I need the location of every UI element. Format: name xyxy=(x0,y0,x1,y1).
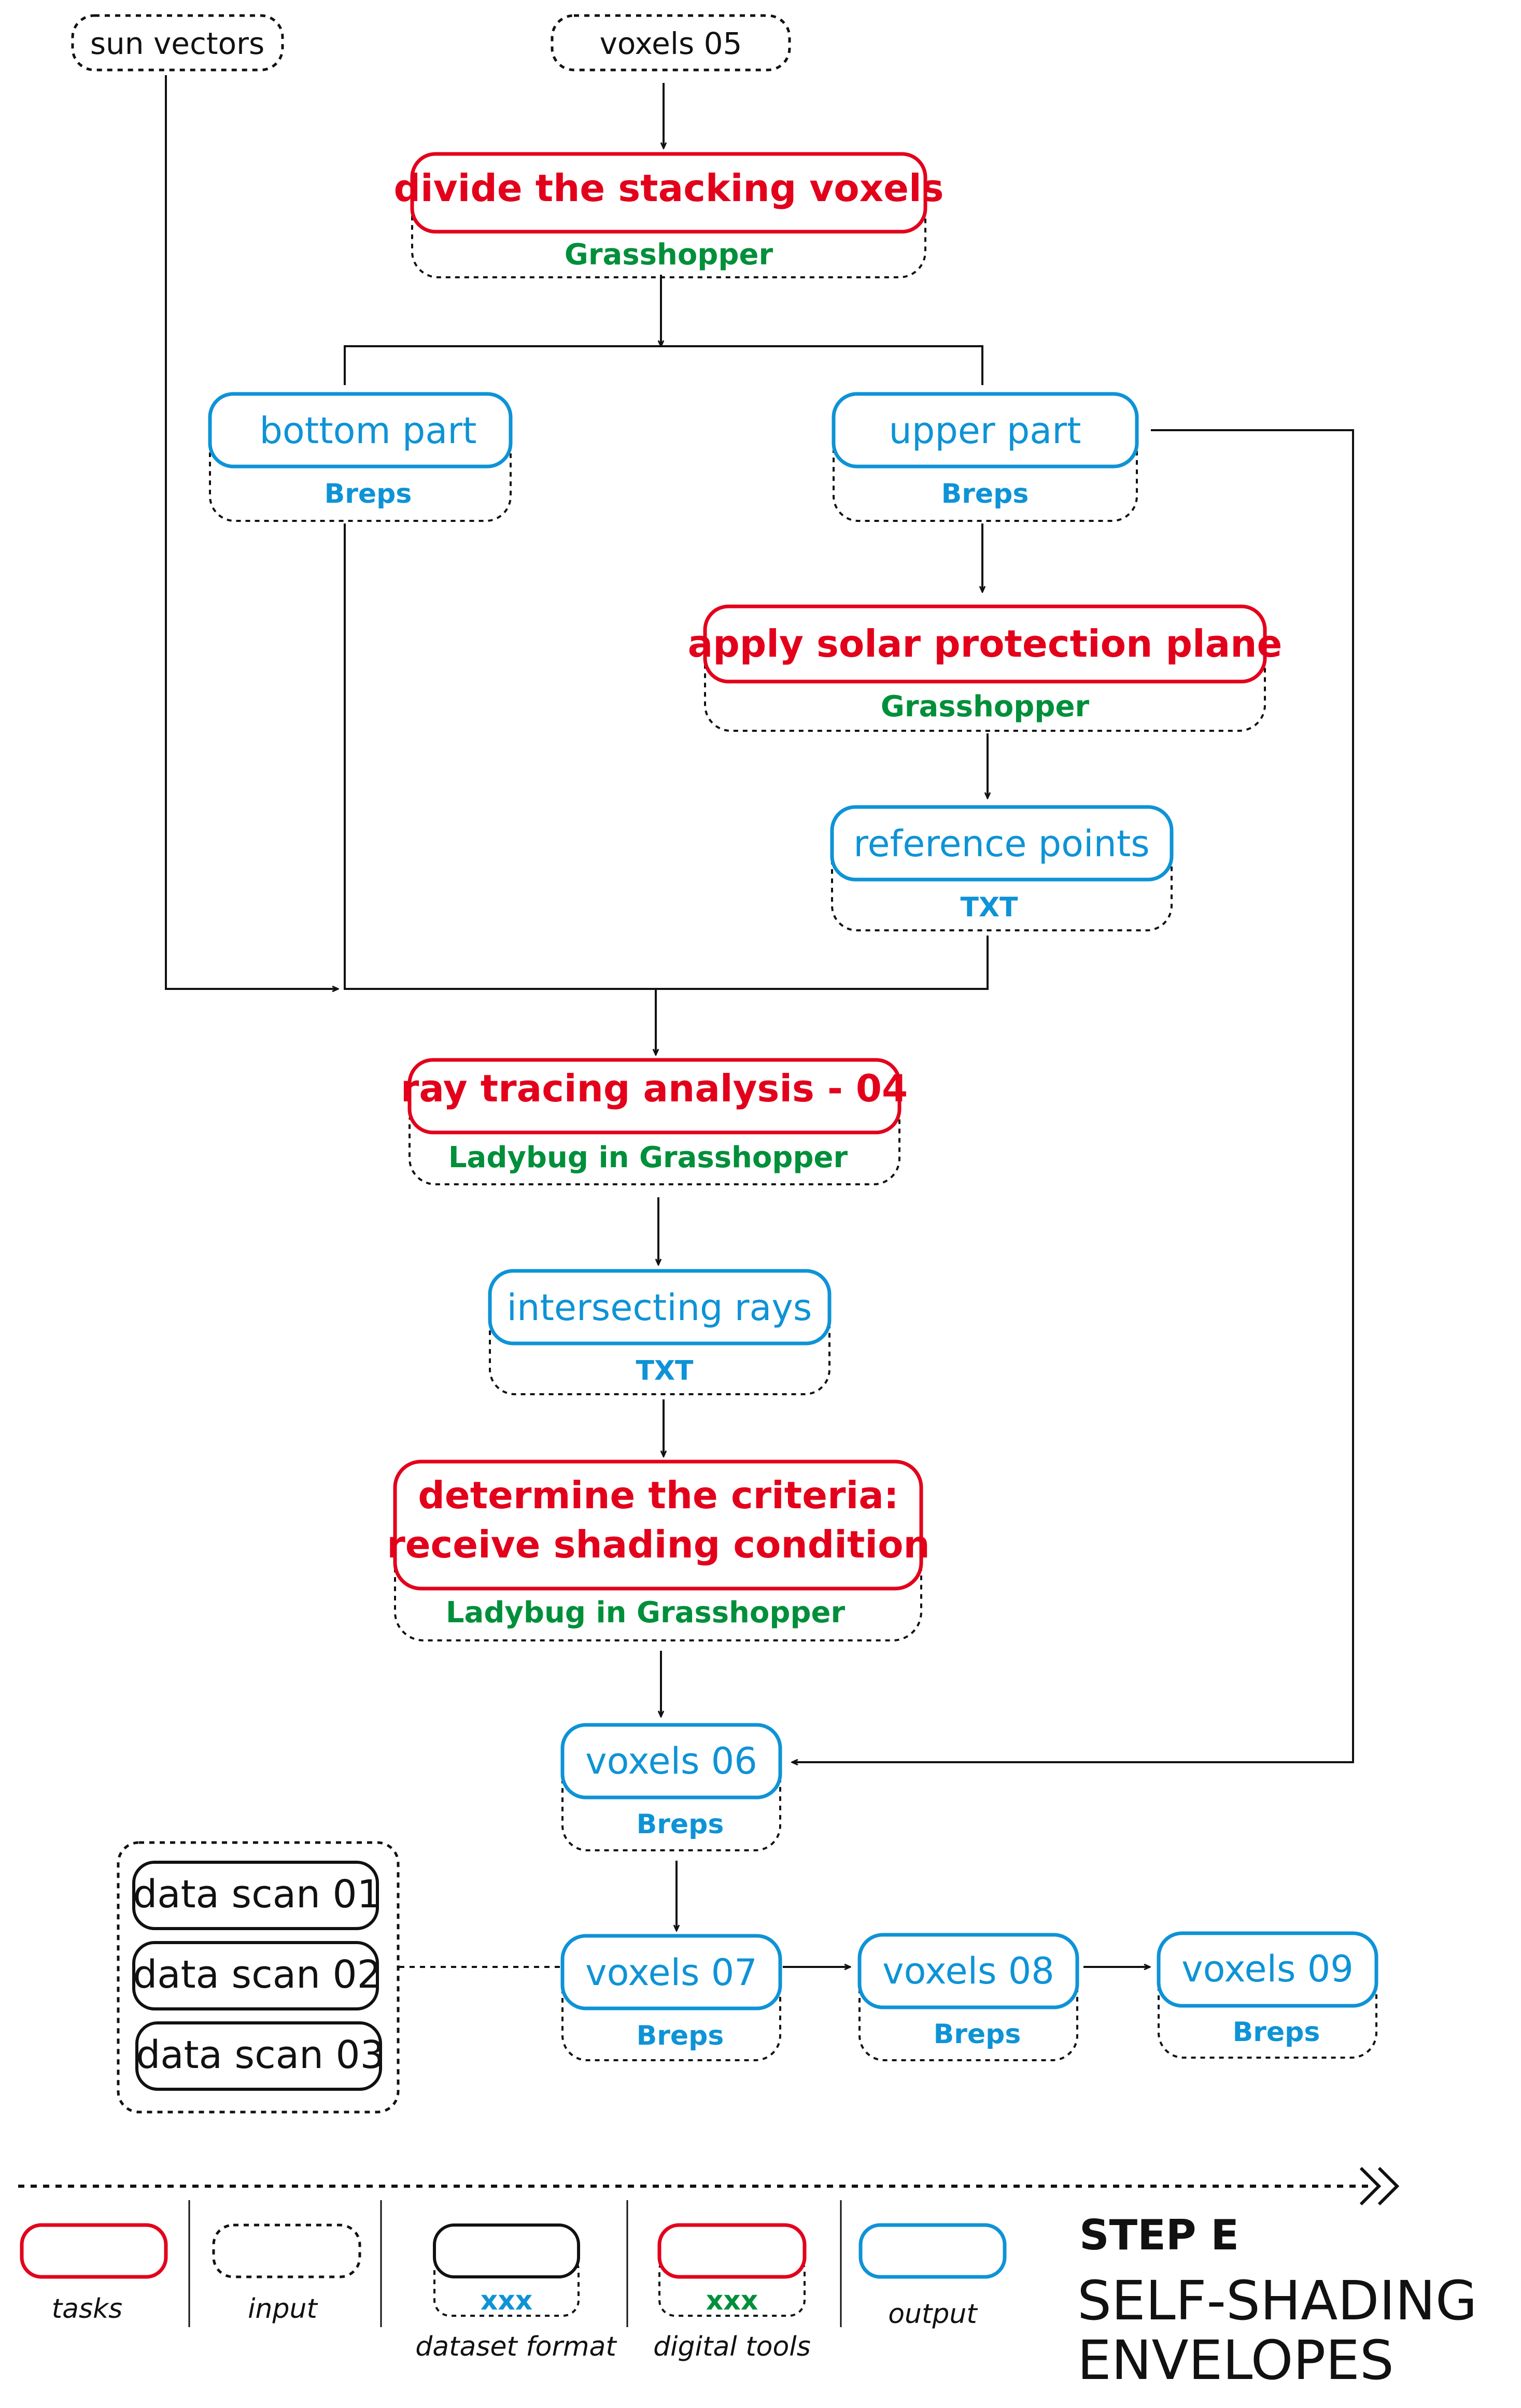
task-label: divide the stacking voxels xyxy=(393,166,943,210)
output-label: bottom part xyxy=(260,409,477,452)
output-label: upper part xyxy=(889,409,1081,452)
data-scan-item: data scan 02 xyxy=(132,1941,382,2010)
task-label: apply solar protection plane xyxy=(688,622,1283,665)
task-determine-criteria: determine the criteria: receive shading … xyxy=(387,1460,930,1641)
format-label: Breps xyxy=(637,2020,724,2051)
legend-dataset-placeholder: xxx xyxy=(481,2285,533,2316)
output-voxels-08: voxels 08 Breps xyxy=(857,1933,1079,2061)
step-title-line1: SELF-SHADING xyxy=(1077,2269,1477,2332)
output-label: voxels 08 xyxy=(882,1950,1054,1992)
output-voxels-09: voxels 09 Breps xyxy=(1157,1931,1378,2059)
split-line xyxy=(344,345,983,385)
task-label-line2: receive shading condition xyxy=(387,1523,930,1566)
data-scan-label: data scan 02 xyxy=(133,1952,381,1997)
tool-label: Grasshopper xyxy=(565,238,773,272)
legend-input: input xyxy=(212,2223,361,2325)
format-label: Breps xyxy=(325,478,412,509)
tool-label: Ladybug in Grasshopper xyxy=(448,1141,848,1174)
step-label: STEP E xyxy=(1079,2211,1239,2259)
output-upper-part: upper part Breps xyxy=(832,392,1139,522)
sun-vectors-line xyxy=(165,75,338,989)
data-scan-group: data scan 01 data scan 02 data scan 03 xyxy=(117,1841,400,2114)
output-reference-points: reference points TXT xyxy=(830,805,1174,931)
output-label: voxels 07 xyxy=(585,1951,757,1994)
legend-digital-tools: xxx digital tools xyxy=(653,2223,811,2362)
format-label: Breps xyxy=(941,478,1029,509)
format-label: Breps xyxy=(934,2019,1021,2050)
legend-dividers xyxy=(188,2200,842,2327)
format-label: Breps xyxy=(1233,2017,1320,2048)
legend-dataset-format: xxx dataset format xyxy=(415,2223,617,2362)
task-divide-voxels: divide the stacking voxels Grasshopper xyxy=(393,152,944,278)
upper-part-bypass-line xyxy=(792,429,1354,1762)
output-label: voxels 06 xyxy=(585,1740,757,1782)
legend-input-label: input xyxy=(248,2293,318,2325)
bottom-part-line xyxy=(344,523,989,990)
output-label: intersecting rays xyxy=(507,1286,812,1329)
input-label: sun vectors xyxy=(90,26,264,61)
format-label: TXT xyxy=(636,1355,694,1386)
data-scan-item: data scan 01 xyxy=(132,1861,382,1930)
output-intersecting-rays: intersecting rays TXT xyxy=(488,1269,832,1395)
legend-tools-placeholder: xxx xyxy=(706,2285,758,2316)
output-label: voxels 09 xyxy=(1181,1948,1354,1990)
legend-dataset-format-label: dataset format xyxy=(415,2331,617,2362)
format-label: TXT xyxy=(960,892,1018,923)
step-title-line2: ENVELOPES xyxy=(1077,2329,1394,2392)
output-voxels-06: voxels 06 Breps xyxy=(560,1723,782,1851)
data-scan-label: data scan 03 xyxy=(136,2033,384,2077)
legend-tasks-label: tasks xyxy=(52,2293,123,2325)
double-chevron-icon xyxy=(1359,2166,1400,2206)
output-voxels-07: voxels 07 Breps xyxy=(560,1934,782,2061)
legend: tasks input xxx dataset format xxx digit… xyxy=(20,2200,1007,2362)
tool-label: Grasshopper xyxy=(881,690,1090,724)
step-title: STEP E SELF-SHADING ENVELOPES xyxy=(1077,2211,1477,2392)
task-ray-tracing: ray tracing analysis - 04 Ladybug in Gra… xyxy=(401,1058,908,1185)
output-label: reference points xyxy=(853,823,1149,865)
legend-output-label: output xyxy=(888,2299,978,2330)
legend-digital-tools-label: digital tools xyxy=(653,2331,811,2362)
format-label: Breps xyxy=(637,1809,724,1840)
output-bottom-part: bottom part Breps xyxy=(208,392,513,522)
timeline-arrow xyxy=(18,2166,1400,2206)
task-solar-protection-plane: apply solar protection plane Grasshopper xyxy=(688,604,1283,732)
input-voxels-05: voxels 05 xyxy=(551,14,791,72)
connectors xyxy=(165,75,1354,1967)
input-sun-vectors: sun vectors xyxy=(71,14,284,72)
legend-tasks: tasks xyxy=(20,2223,168,2325)
task-label-line1: determine the criteria: xyxy=(418,1474,898,1517)
data-scan-label: data scan 01 xyxy=(133,1872,381,1917)
input-label: voxels 05 xyxy=(600,26,742,61)
legend-output: output xyxy=(858,2223,1007,2330)
tool-label: Ladybug in Grasshopper xyxy=(446,1596,846,1630)
task-label: ray tracing analysis - 04 xyxy=(401,1067,908,1110)
data-scan-item: data scan 03 xyxy=(135,2021,385,2091)
